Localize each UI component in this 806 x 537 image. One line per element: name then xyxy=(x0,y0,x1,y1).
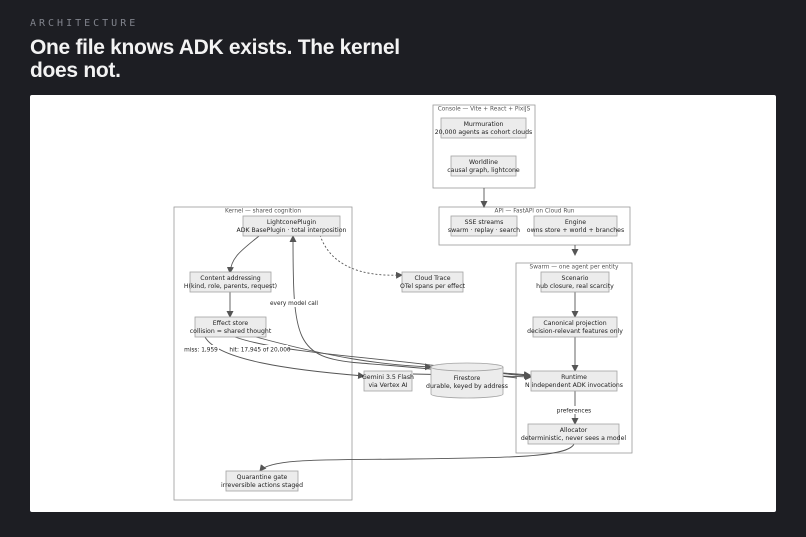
svg-text:H(kind, role, parents, request: H(kind, role, parents, request) xyxy=(184,283,277,290)
node-content-addressing: Content addressing H(kind, role, parents… xyxy=(184,271,277,293)
node-cloud-trace: Cloud Trace OTel spans per effect xyxy=(400,271,466,293)
node-gemini: Gemini 3.5 Flash via Vertex AI xyxy=(362,370,414,392)
node-murmuration: Murmuration 20,000 agents as cohort clou… xyxy=(435,117,532,139)
svg-text:Allocator: Allocator xyxy=(560,427,588,434)
svg-text:collision = shared thought: collision = shared thought xyxy=(190,328,272,335)
svg-text:ADK BasePlugin · total interpo: ADK BasePlugin · total interposition xyxy=(237,227,347,234)
svg-text:Content addressing: Content addressing xyxy=(200,275,261,282)
page-title: One file knows ADK exists. The kernel do… xyxy=(30,36,400,82)
svg-text:Runtime: Runtime xyxy=(561,374,587,381)
svg-text:hub closure, real scarcity: hub closure, real scarcity xyxy=(536,283,614,290)
architecture-diagram: Console — Vite + React + PixiJS API — Fa… xyxy=(173,104,633,501)
edge-label-preferences: preferences xyxy=(557,409,591,415)
node-effect-store: Effect store collision = shared thought xyxy=(190,316,272,338)
section-eyebrow: ARCHITECTURE xyxy=(30,18,139,29)
edge-effect-store-to-firestore xyxy=(255,336,432,371)
svg-text:causal graph, lightcone: causal graph, lightcone xyxy=(447,167,520,174)
group-kernel-label: Kernel — shared cognition xyxy=(225,209,301,215)
group-api-label: API — FastAPI on Cloud Run xyxy=(495,209,575,215)
svg-text:Quarantine gate: Quarantine gate xyxy=(237,474,288,481)
svg-text:swarm · replay · search: swarm · replay · search xyxy=(448,227,520,234)
node-sse-streams: SSE streams swarm · replay · search xyxy=(448,215,520,237)
edge-label-every-model-call: every model call xyxy=(270,301,318,307)
edge-label-miss: miss: 1,959 xyxy=(184,348,218,354)
node-quarantine-gate: Quarantine gate irreversible actions sta… xyxy=(221,470,303,492)
svg-text:Firestore: Firestore xyxy=(454,375,481,382)
node-firestore: Firestore durable, keyed by address xyxy=(426,362,508,399)
svg-text:Cloud Trace: Cloud Trace xyxy=(414,275,450,282)
node-runtime: Runtime N independent ADK invocations xyxy=(525,370,623,392)
svg-text:decision-relevant features onl: decision-relevant features only xyxy=(527,328,623,335)
svg-text:20,000 agents as cohort clouds: 20,000 agents as cohort clouds xyxy=(435,129,532,136)
svg-text:Engine: Engine xyxy=(565,219,586,226)
svg-text:Murmuration: Murmuration xyxy=(464,121,504,128)
svg-text:deterministic, never sees a mo: deterministic, never sees a model xyxy=(521,435,627,442)
group-kernel: Kernel — shared cognition xyxy=(173,206,353,501)
svg-text:owns store + world + branches: owns store + world + branches xyxy=(527,227,624,234)
node-allocator: Allocator deterministic, never sees a mo… xyxy=(521,423,627,445)
svg-text:Scenario: Scenario xyxy=(562,275,589,282)
edge-plugin-to-content-addressing xyxy=(226,235,260,274)
architecture-diagram-panel: Console — Vite + React + PixiJS API — Fa… xyxy=(30,95,776,512)
edge-runtime-to-plugin xyxy=(289,235,518,379)
edge-effect-store-miss-to-gemini xyxy=(204,336,365,380)
node-worldline: Worldline causal graph, lightcone xyxy=(447,155,520,177)
svg-text:durable, keyed by address: durable, keyed by address xyxy=(426,383,508,390)
group-api: API — FastAPI on Cloud Run xyxy=(438,206,631,246)
svg-text:LightconePlugin: LightconePlugin xyxy=(267,219,316,226)
svg-text:Canonical projection: Canonical projection xyxy=(543,320,606,327)
svg-text:SSE streams: SSE streams xyxy=(465,219,504,226)
node-canonical-projection: Canonical projection decision-relevant f… xyxy=(527,316,623,338)
svg-text:Effect store: Effect store xyxy=(213,320,249,327)
node-lightcone-plugin: LightconePlugin ADK BasePlugin · total i… xyxy=(237,215,347,237)
edge-allocator-to-quarantine xyxy=(259,443,575,472)
node-scenario: Scenario hub closure, real scarcity xyxy=(536,271,614,293)
group-swarm-label: Swarm — one agent per entity xyxy=(530,265,619,271)
svg-text:Worldline: Worldline xyxy=(469,159,498,166)
edge-plugin-to-cloud-trace xyxy=(319,234,403,279)
svg-text:via Vertex AI: via Vertex AI xyxy=(368,382,407,389)
edge-firestore-to-runtime xyxy=(502,371,531,379)
group-swarm: Swarm — one agent per entity xyxy=(515,262,633,454)
edge-label-hit: hit: 17,945 of 20,000 xyxy=(229,348,291,354)
svg-text:Gemini 3.5 Flash: Gemini 3.5 Flash xyxy=(362,374,414,381)
svg-text:irreversible actions staged: irreversible actions staged xyxy=(221,482,303,489)
svg-text:N independent ADK invocations: N independent ADK invocations xyxy=(525,382,623,389)
group-console-label: Console — Vite + React + PixiJS xyxy=(438,107,531,113)
node-engine: Engine owns store + world + branches xyxy=(527,215,624,237)
svg-text:OTel spans per effect: OTel spans per effect xyxy=(400,283,466,290)
